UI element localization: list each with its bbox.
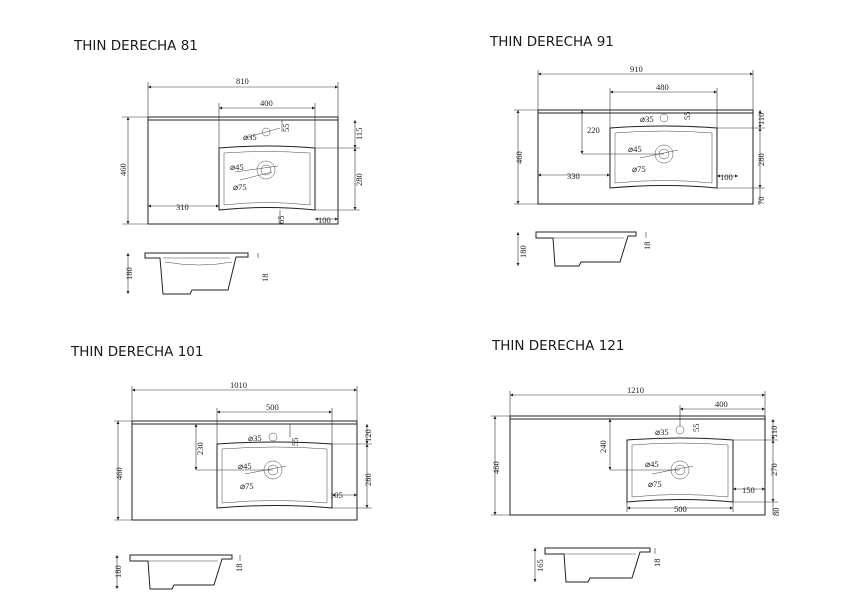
dim-bowl-width: 500 <box>266 402 279 412</box>
dim-tap-to-drain: 220 <box>587 125 600 135</box>
dim-bowl-depth: 280 <box>756 153 766 166</box>
dim-side-thickness: 18 <box>642 242 652 251</box>
dim-bowl-depth: 270 <box>769 463 779 476</box>
dim-tap-offset: 55 <box>281 124 291 133</box>
dim-width: 1010 <box>230 380 247 390</box>
tap-hole <box>261 127 271 137</box>
label-drain: ⌀45 <box>238 461 252 471</box>
drawing-thin-derecha-81: THIN DERECHA 81 810 400 460 310 55 <box>73 38 364 295</box>
drawing-thin-derecha-91: THIN DERECHA 91 910 480 460 330 220 55 1… <box>489 34 766 267</box>
plan-view <box>537 109 754 205</box>
plan-view <box>147 116 339 225</box>
side-view <box>144 252 249 295</box>
label-drain: ⌀45 <box>628 144 642 154</box>
dim-top-edge: 110 <box>756 113 766 125</box>
countertop-outline <box>147 116 339 225</box>
side-view <box>535 231 637 267</box>
dim-side-thickness: 18 <box>234 564 244 573</box>
drawing-title: THIN DERECHA 121 <box>491 338 624 354</box>
drain <box>260 164 272 176</box>
drain-outer <box>256 160 276 180</box>
countertop-outline <box>131 420 358 521</box>
drawing-title: THIN DERECHA 91 <box>489 34 614 50</box>
dim-height: 460 <box>114 467 124 480</box>
tap-hole <box>268 432 278 442</box>
dim-right-offset: 100 <box>318 215 331 225</box>
dim-bowl-depth: 280 <box>354 173 364 186</box>
dim-side-thickness: 18 <box>652 559 662 568</box>
dim-tap-offset: 55 <box>290 438 300 447</box>
drawing-thin-derecha-101: THIN DERECHA 101 1010 500 460 230 55 120 <box>70 344 373 590</box>
tap-hole <box>659 113 669 123</box>
dim-bowl-offset: 400 <box>715 399 728 409</box>
label-drain: ⌀45 <box>230 162 244 172</box>
side-view <box>544 547 651 583</box>
countertop-outline <box>537 109 754 205</box>
dim-top-edge: 110 <box>769 426 779 438</box>
dim-right-offset: 150 <box>742 485 755 495</box>
drawing-title: THIN DERECHA 81 <box>73 38 198 54</box>
dim-bowl-depth: 280 <box>363 473 373 486</box>
plan-view <box>509 415 766 516</box>
dim-width: 810 <box>236 76 249 86</box>
label-drain-outer: ⌀75 <box>233 182 247 192</box>
dim-top-edge: 115 <box>354 128 364 140</box>
label-tap-hole: ⌀35 <box>248 433 262 443</box>
dim-side-height: 165 <box>535 559 545 572</box>
label-drain: ⌀45 <box>645 459 659 469</box>
dim-left-offset: 310 <box>176 202 189 212</box>
basin-outline <box>609 125 718 189</box>
label-tap-hole: ⌀35 <box>243 132 257 142</box>
label-drain-outer: ⌀75 <box>648 479 662 489</box>
dim-width: 1210 <box>627 385 644 395</box>
dim-tap-offset: 55 <box>682 112 692 121</box>
drawing-title: THIN DERECHA 101 <box>70 344 203 360</box>
label-drain-outer: ⌀75 <box>240 481 254 491</box>
label-drain-outer: ⌀75 <box>632 164 646 174</box>
dim-top-edge: 120 <box>363 429 373 442</box>
basin-outline <box>218 145 316 211</box>
dim-bottom-edge: 80 <box>771 508 781 517</box>
dim-side-thickness: 18 <box>260 274 270 283</box>
dim-side-height: 180 <box>124 267 134 280</box>
tap-hole <box>675 425 685 435</box>
dim-width: 910 <box>630 64 643 74</box>
dim-bowl-width: 400 <box>260 98 273 108</box>
dim-right-offset: 100 <box>720 172 733 182</box>
dim-tap-to-drain: 240 <box>598 440 608 453</box>
dim-height: 460 <box>118 163 128 176</box>
drawing-thin-derecha-121: THIN DERECHA 121 1210 400 460 240 55 110 <box>491 338 781 583</box>
dim-bottom-edge: 70 <box>756 197 766 206</box>
dim-right-offset: 105 <box>330 490 343 500</box>
dim-bowl-width: 480 <box>656 82 669 92</box>
dim-side-height: 180 <box>113 565 123 578</box>
dim-bottom-edge: 65 <box>276 216 286 225</box>
label-tap-hole: ⌀35 <box>655 427 669 437</box>
side-view <box>129 554 233 590</box>
countertop-outline <box>509 415 766 516</box>
dim-height: 460 <box>514 151 524 164</box>
dim-left-offset: 330 <box>567 171 580 181</box>
dim-height: 460 <box>491 461 501 474</box>
dim-side-height: 180 <box>518 245 528 258</box>
dim-tap-offset: 55 <box>691 424 701 433</box>
dim-bowl-width: 500 <box>674 504 687 514</box>
dim-tap-to-drain: 230 <box>195 442 205 455</box>
label-tap-hole: ⌀35 <box>640 114 654 124</box>
